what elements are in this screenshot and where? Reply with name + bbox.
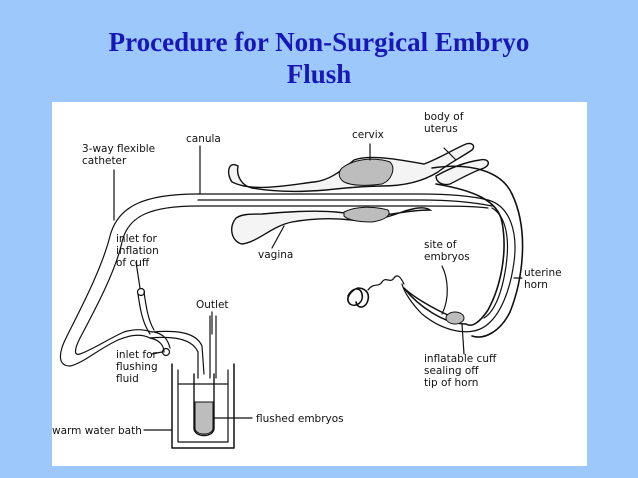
outlet-tube	[151, 330, 205, 375]
diagram-svg: 3-way flexible catheter canula cervix bo…	[52, 111, 562, 449]
ovary-coil	[347, 287, 370, 308]
label-bath: warm water bath	[52, 425, 142, 437]
label-body-uterus-1: body of	[424, 111, 464, 123]
water-bath-inner	[177, 369, 229, 443]
label-outlet: Outlet	[196, 299, 229, 311]
horn-tip-hook-2	[401, 283, 489, 333]
label-cervix: cervix	[352, 129, 384, 141]
label-inlet-cuff-3: of cuff	[116, 257, 150, 269]
label-inlet-cuff-1: inlet for	[116, 233, 158, 245]
fimbria	[367, 275, 405, 291]
cervix-upper-stipple	[338, 158, 394, 186]
leader-inlet-flush	[151, 351, 163, 355]
uterine-horn-inner-1	[487, 199, 516, 325]
label-catheter-1: 3-way flexible	[82, 143, 155, 155]
cuff-inlet-tube-2	[143, 291, 155, 331]
label-site-1: site of	[424, 239, 457, 251]
label-inlet-flush-1: inlet for	[116, 349, 158, 361]
catheter-inner	[197, 199, 493, 207]
flushed-embryos-fluid	[194, 401, 214, 435]
flush-inlet-tube	[149, 337, 165, 353]
catheter-loop-outer	[59, 193, 199, 367]
inflatable-cuff	[445, 311, 465, 325]
label-inlet-flush-2: flushing	[116, 361, 158, 373]
canula-tube-bottom	[197, 205, 489, 209]
label-uterine-1: uterine	[524, 267, 562, 279]
title-line-2: Flush	[286, 59, 352, 89]
slide-title: Procedure for Non-Surgical Embryo Flush	[0, 26, 638, 90]
leader-vagina	[271, 225, 285, 249]
label-inlet-cuff-2: inflation	[116, 245, 159, 257]
leader-site	[441, 265, 448, 315]
label-cuff-3: tip of horn	[424, 377, 478, 389]
leader-inlet-cuff	[135, 261, 141, 289]
label-site-2: embryos	[424, 251, 470, 263]
label-body-uterus-2: uterus	[424, 123, 458, 135]
cervix-lower-stipple	[343, 206, 390, 223]
uterine-horn-outer	[431, 165, 524, 338]
embryo-flush-diagram: 3-way flexible catheter canula cervix bo…	[52, 102, 587, 466]
water-bath	[171, 363, 235, 449]
label-cuff-2: sealing off	[424, 365, 479, 377]
uterus-upper-fold	[435, 158, 490, 186]
leader-cuff	[461, 323, 465, 355]
collection-tube	[193, 373, 215, 437]
label-inlet-flush-3: fluid	[116, 373, 139, 385]
label-flushed: flushed embryos	[256, 413, 344, 425]
label-vagina: vagina	[258, 249, 293, 261]
outlet-tube-2	[149, 336, 199, 379]
uterine-horn-inner-3	[435, 183, 505, 326]
label-catheter-2: catheter	[82, 155, 127, 167]
leader-body-uterus	[443, 147, 457, 161]
label-canula: canula	[186, 133, 221, 145]
catheter-loop-inner	[74, 205, 199, 355]
label-cuff-1: inflatable cuff	[424, 353, 497, 365]
title-line-1: Procedure for Non-Surgical Embryo	[108, 27, 530, 57]
lower-tissue	[231, 207, 433, 245]
cuff-inlet-tube	[137, 293, 151, 335]
label-uterine-2: horn	[524, 279, 548, 291]
cuff-inlet-port	[136, 287, 146, 297]
canula-tube-top	[197, 193, 489, 201]
